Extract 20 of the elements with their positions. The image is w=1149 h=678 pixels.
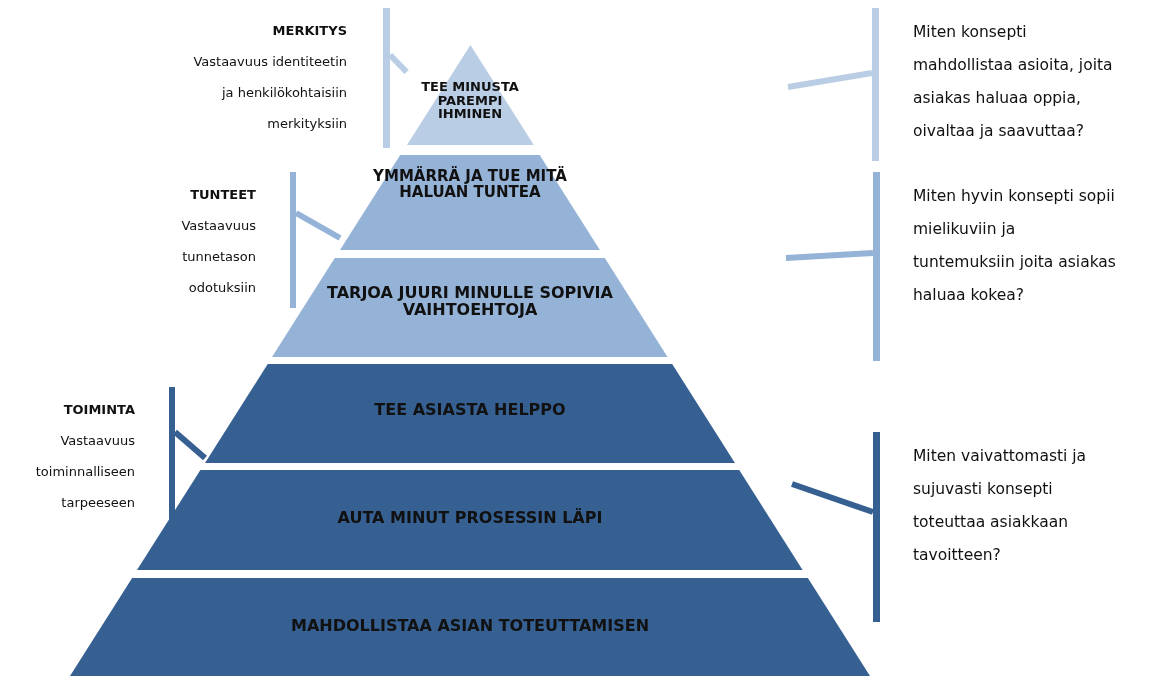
- question-text: Miten hyvin konsepti sopii mielikuviin ja tuntemuksiin joita asiakas haluaa kokea?: [913, 186, 1117, 306]
- layer-label: MAHDOLLISTAA ASIAN TOTEUTTAMISEN: [289, 618, 651, 635]
- layer-label: AUTA MINUT PROSESSIN LÄPI: [336, 510, 604, 527]
- annotation-heading: TOIMINTA: [62, 401, 135, 419]
- annotation-text: Vastaavuus tunnetason odotuksiin: [180, 217, 256, 297]
- leader-line: [785, 250, 874, 261]
- leader-line: [791, 481, 874, 515]
- question-text: Miten vaivattomasti ja sujuvasti konsepti toteuttaa asiakkaan tavoitteen?: [913, 446, 1088, 566]
- leader-line: [387, 52, 409, 75]
- leader-line: [294, 210, 342, 241]
- layer-label: TEE MINUSTA PAREMPI IHMINEN: [420, 80, 520, 121]
- leader-line: [787, 70, 873, 90]
- layer-label: TEE ASIASTA HELPPO: [373, 402, 567, 419]
- leader-line: [173, 429, 207, 461]
- annotation-text: Vastaavuus identiteetin ja henkilökohtaisiin merkityksiin: [192, 53, 347, 133]
- question-text: Miten konsepti mahdollistaa asioita, joita asiakas haluaa oppia, oivaltaa ja saavuttaa?: [913, 22, 1114, 142]
- annotation-heading: MERKITYS: [271, 22, 347, 40]
- layer-label: TARJOA JUURI MINULLE SOPIVIA VAIHTOEHTOJA: [326, 285, 614, 319]
- annotation-heading: TUNTEET: [189, 186, 256, 204]
- annotation-text: Vastaavuus toiminnalliseen tarpeeseen: [34, 432, 135, 512]
